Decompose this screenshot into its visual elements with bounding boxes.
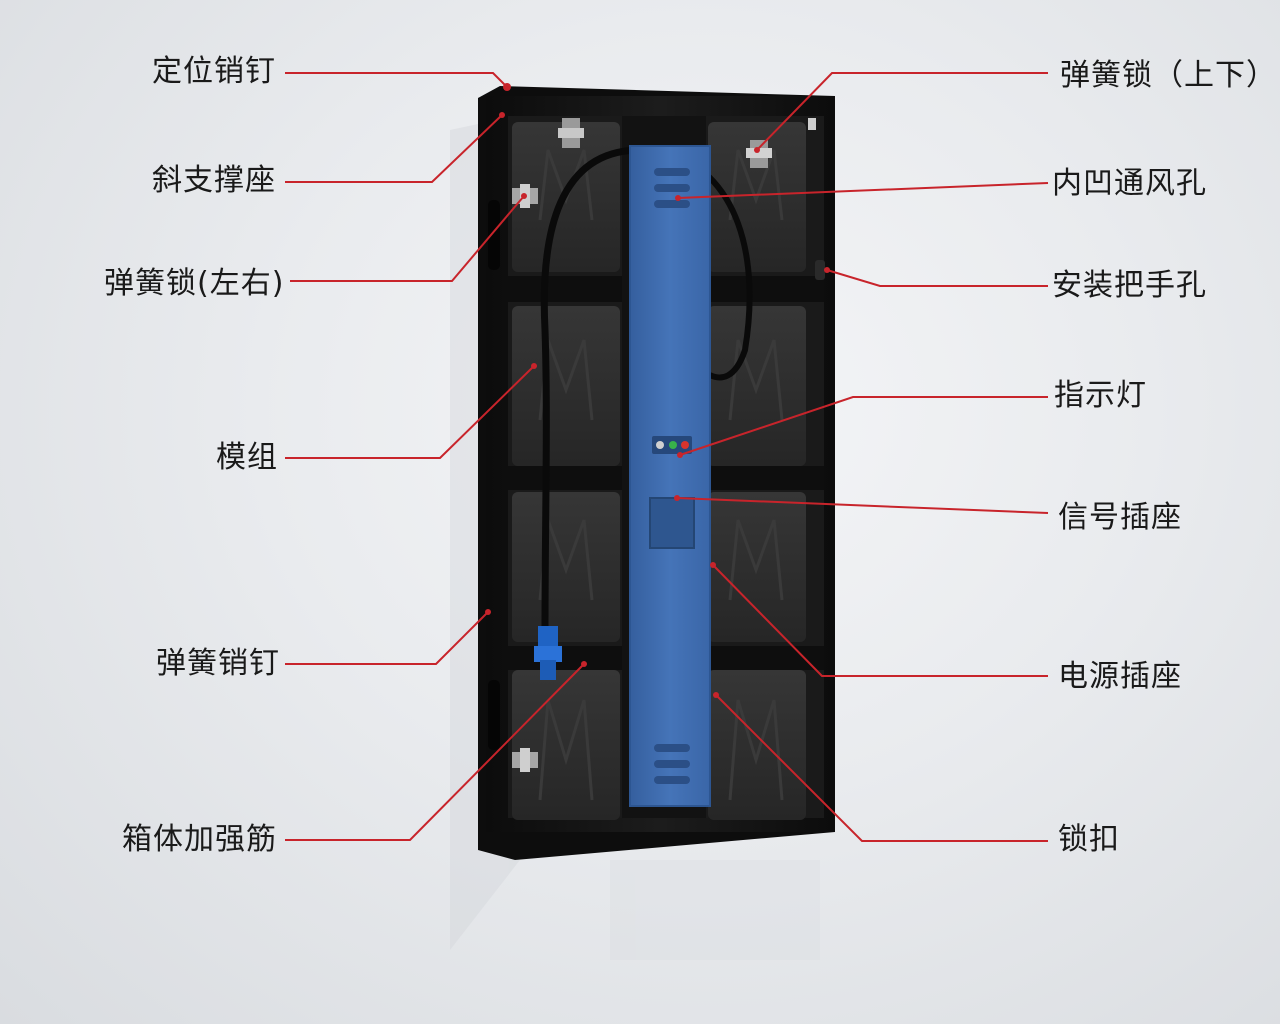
label-signal-socket: 信号插座 [1058, 500, 1182, 535]
side-slots [488, 200, 825, 750]
label-diagonal-brace-seat: 斜支撑座 [152, 163, 276, 198]
label-power-socket: 电源插座 [1058, 659, 1182, 694]
module-panel [512, 670, 620, 820]
power-cable [540, 146, 641, 631]
power-connector [534, 626, 562, 680]
module-panel [708, 670, 806, 820]
signal-socket [649, 497, 695, 549]
label-handle-hole: 安装把手孔 [1052, 268, 1207, 303]
control-box [629, 145, 711, 807]
label-locating-pin: 定位销钉 [152, 54, 276, 89]
spring-lock-side-bottom [512, 748, 538, 772]
callout-lines [285, 72, 1049, 842]
label-spring-pin: 弹簧销钉 [156, 646, 280, 681]
label-indicator-light: 指示灯 [1054, 378, 1147, 413]
spring-lock-top-right [746, 140, 772, 168]
indicator-lights [652, 436, 692, 454]
bottom-vents [654, 744, 690, 784]
label-cabinet-reinforcement-rib: 箱体加强筋 [122, 822, 277, 857]
label-spring-lock-up-down: 弹簧锁（上下） [1060, 58, 1277, 93]
label-module: 模组 [216, 440, 278, 475]
callout-dots [485, 112, 830, 698]
top-vents [654, 168, 690, 208]
label-recessed-vent: 内凹通风孔 [1052, 166, 1207, 201]
label-spring-lock-left-right: 弹簧锁(左右) [104, 266, 285, 301]
label-lock-buckle: 锁扣 [1058, 822, 1120, 857]
locating-pin-right [808, 118, 816, 130]
spring-lock-top-left [558, 118, 584, 148]
